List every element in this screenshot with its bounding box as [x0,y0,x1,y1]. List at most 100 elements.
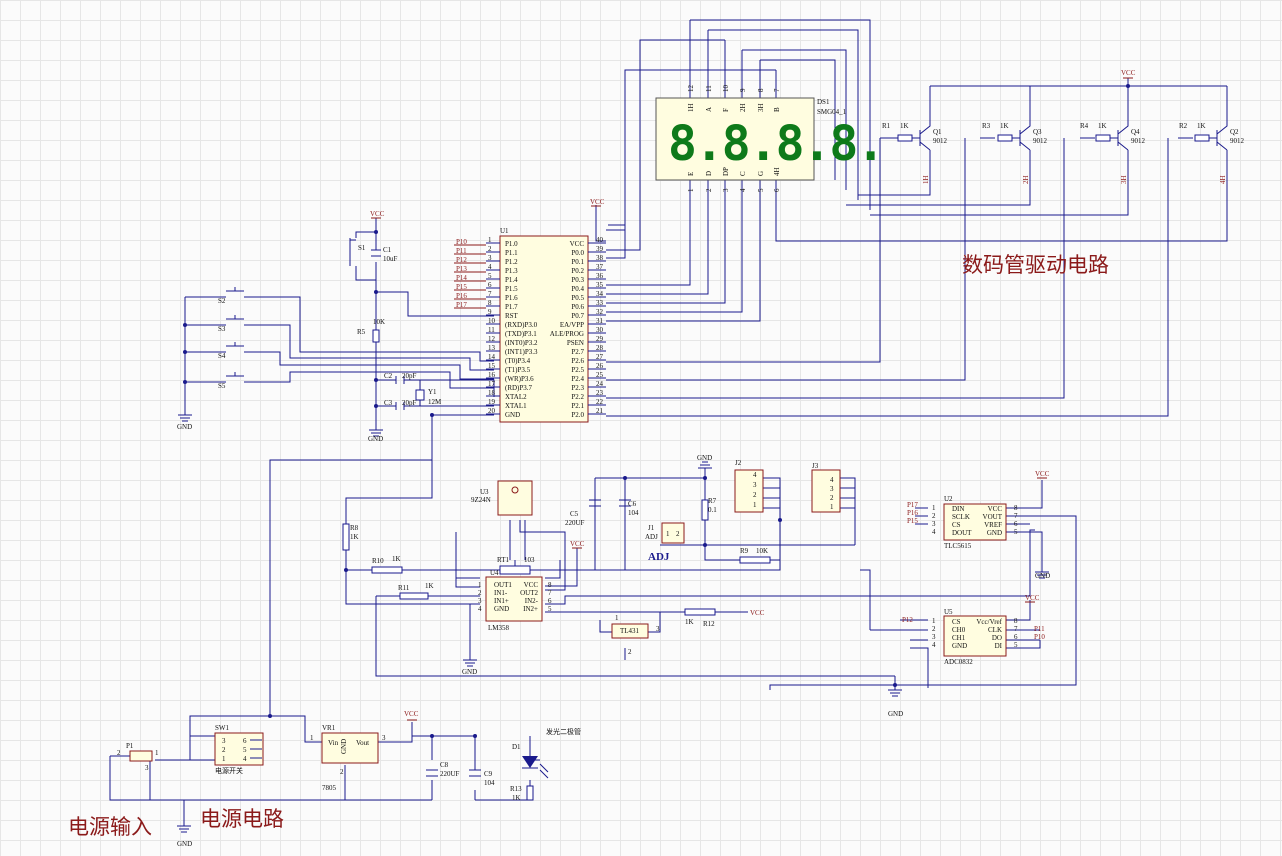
net-label-p16: P16 [456,292,467,300]
sw1-pin-3: 6 [243,737,247,745]
transistor-Q3-part: 9012 [1033,137,1048,145]
res-R4-label: R4 [1080,122,1089,130]
u1-pin-7-name: P1.6 [505,294,518,302]
u1-pin-24-name: P2.3 [571,384,584,392]
u1-pin-19-number: 19 [488,398,496,406]
ds1-bottom-pin-2: 3 [722,188,730,192]
vr1-gnd: GND [340,739,348,754]
ds1-top-pin-4: 8 [757,88,765,92]
u1-pin-19-name: XTAL1 [505,402,527,410]
u5-lnum-2: 3 [932,633,936,641]
c9-value: 104 [484,779,495,787]
res-R4-value: 1K [1098,122,1107,130]
vr1-vin: Vin [328,739,339,747]
y1-value: 12M [428,398,442,406]
u1-pin-4-name: P1.3 [505,267,518,275]
u1-pin-20-number: 20 [488,407,496,415]
junctions [183,84,1130,738]
vcc-label-r12: VCC [750,609,765,617]
tl431-pin2: 2 [628,648,632,656]
u1-pin-24-number: 24 [596,380,604,388]
u1-pin-25-number: 25 [596,371,604,379]
u5-lnum-1: 2 [932,625,936,633]
c5-value: 220UF [565,519,585,527]
u1-pin-6-name: P1.5 [505,285,518,293]
r11-label: R11 [398,584,410,592]
net-label-p11: P11 [456,247,467,255]
vr1-pin1: 1 [310,734,314,742]
gnd-label-lm358: GND [462,668,477,676]
transistor-Q2-net: 4H [1219,175,1227,184]
analog-section: U3 9Z24N C5 220UF C6 104 GND R7 0.1 J1 A… [342,454,1050,718]
u2-lnum-0: 1 [932,504,936,512]
u4-lnum-3: 4 [478,605,482,613]
transistor-Q2-part: 9012 [1230,137,1245,145]
s1-label: S1 [358,244,366,252]
u1-pin-28-name: P2.7 [571,348,584,356]
u4-left-pin-2: IN1+ [494,597,509,605]
net-label-p15: P15 [456,283,467,291]
j1-pin-label: ADJ [645,533,658,541]
u1-pin-18-number: 18 [488,389,496,397]
ds1-bottom-pin-3: 4 [739,188,747,192]
net-label-p10: P10 [456,238,467,246]
vr1-pin3: 3 [382,734,386,742]
u2-net-label-1: P16 [907,509,918,517]
u1-pin-38-number: 38 [596,254,604,262]
u2-lnum-1: 2 [932,512,936,520]
u2-net-label-2: P15 [907,517,918,525]
net-label-p17: P17 [456,301,467,309]
u1-pin-15-name: (T1)P3.5 [505,366,531,374]
u1-pin-10-number: 10 [488,317,496,325]
c9-label: C9 [484,770,493,778]
u4-rnum-0: 8 [548,581,552,589]
u4-ref: U4 [490,569,499,577]
c1-label: C1 [383,246,392,254]
c8-label: C8 [440,761,449,769]
u1-ref: U1 [500,227,509,235]
j3-pin-2: 2 [830,494,834,502]
display-driver-title: 数码管驱动电路 [962,253,1109,277]
u1-pin-23-name: P2.2 [571,393,584,401]
u2-left-pin-2: CS [952,521,961,529]
j3-pin-0: 4 [830,476,834,484]
sw1-pin-0: 3 [222,737,226,745]
u1-pin-30-number: 30 [596,326,604,334]
j1-label: J1 [648,524,655,532]
u2-right-pin-2: VREF [984,521,1002,529]
u2-left-pin-3: DOUT [952,529,972,537]
u4-left-pin-3: GND [494,605,509,613]
u1-pin-1-name: P1.0 [505,240,518,248]
u2-part: TLC5615 [944,542,972,550]
u2-rnum-3: 5 [1014,528,1018,536]
u1-pin-34-name: P0.5 [571,294,584,302]
u1-pin-9-number: 9 [488,308,492,316]
u2-rnum-2: 6 [1014,520,1018,528]
u4-rnum-2: 6 [548,597,552,605]
u5-rnum-0: 8 [1014,617,1018,625]
u1-pin-39-name: P0.0 [571,249,584,257]
p1-ref: P1 [126,742,134,750]
u1-pin-17-name: (RD)P3.7 [505,384,533,392]
u1-pin-4-number: 4 [488,263,492,271]
u1-pin-7-number: 7 [488,290,492,298]
u1-pin-20-name: GND [505,411,520,419]
j2-pin-0: 4 [753,471,757,479]
r12-label: R12 [703,620,715,628]
u1-pin-25-name: P2.4 [571,375,584,383]
u4-right-pin-1: OUT2 [520,589,538,597]
ds1-ref: DS1 [817,98,830,106]
u1-pin-2-name: P1.1 [505,249,518,257]
net-label-p12: P12 [456,256,467,264]
u1-pin-28-number: 28 [596,344,604,352]
u1-pin-36-name: P0.3 [571,276,584,284]
p1-pin1: 1 [155,749,159,757]
gnd-label-u2: GND [1035,572,1050,580]
r5-label: R5 [357,328,366,336]
ds1-top-seg-1: A [705,107,713,112]
u3-ref: U3 [480,488,489,496]
